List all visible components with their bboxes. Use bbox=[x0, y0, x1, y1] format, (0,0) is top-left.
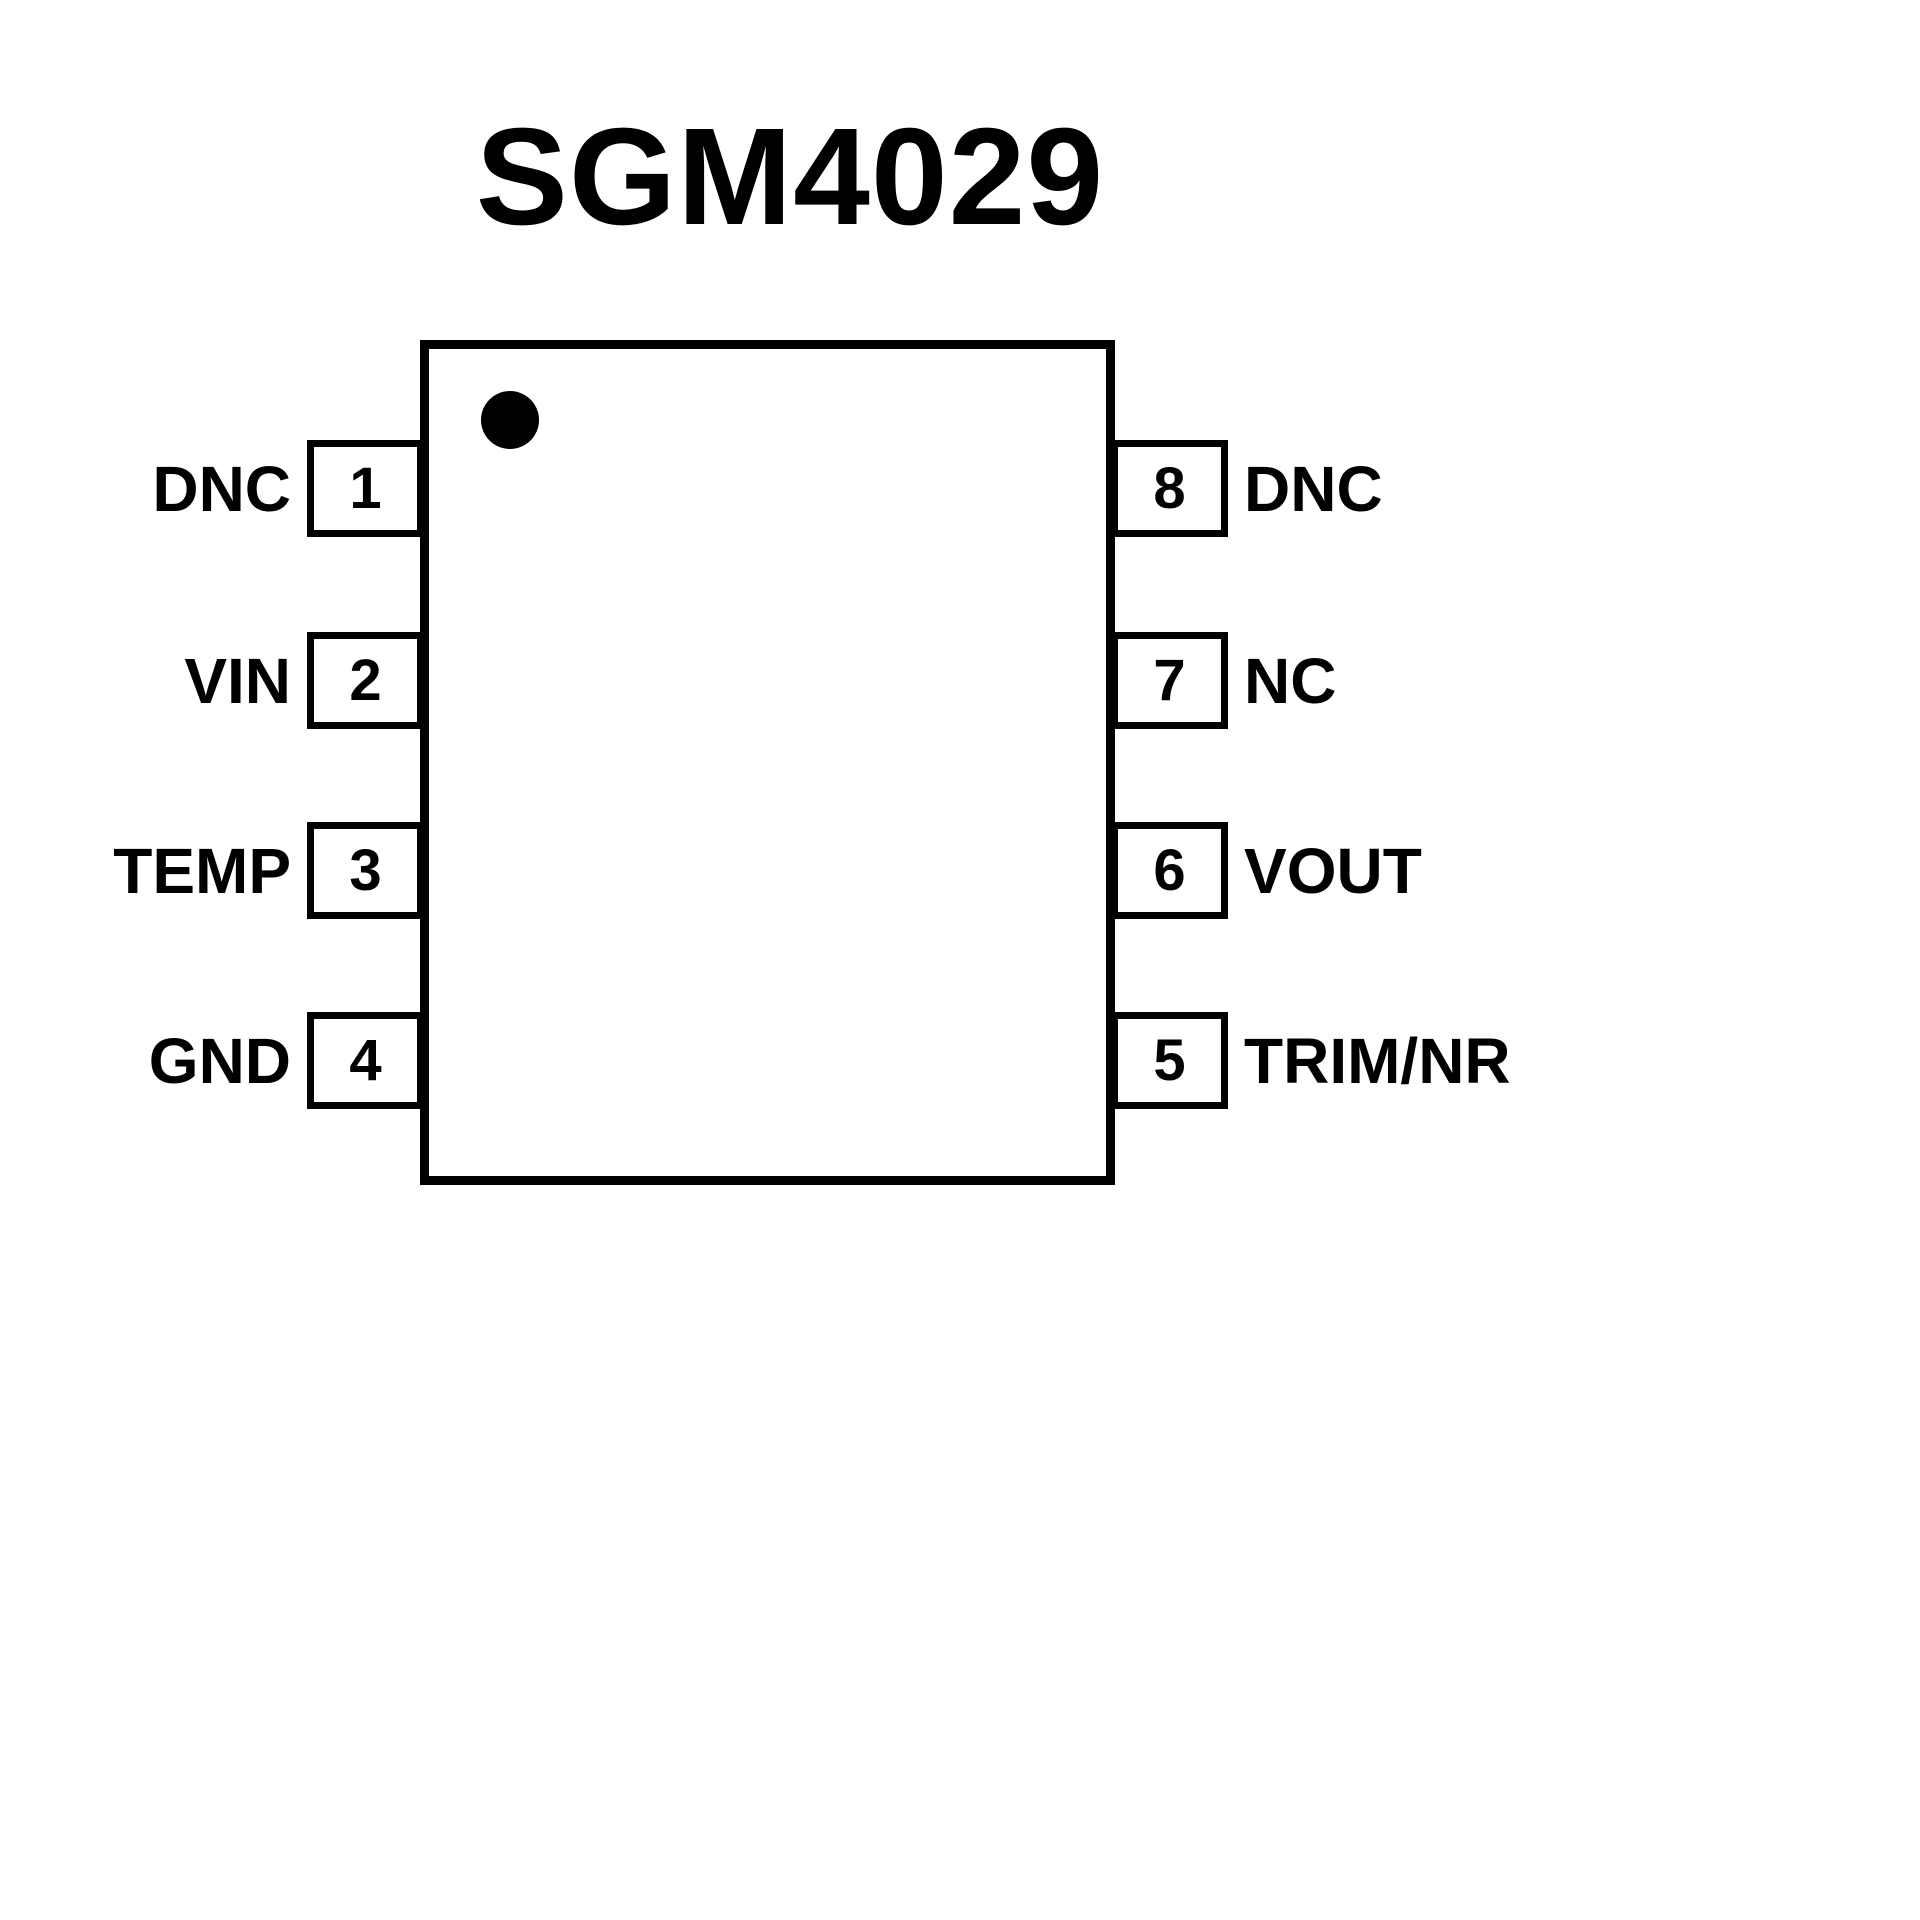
pin-number-box: 2 bbox=[307, 632, 424, 729]
pin-label: DNC bbox=[1244, 452, 1383, 525]
pin-number-box: 8 bbox=[1111, 440, 1228, 537]
ic-package-body bbox=[420, 340, 1115, 1185]
pin-row-8: 8 DNC bbox=[1111, 440, 1671, 537]
pin-row-6: 6 VOUT bbox=[1111, 822, 1671, 919]
chip-title: SGM4029 bbox=[475, 100, 1105, 254]
pin-row-4: GND 4 bbox=[0, 1012, 424, 1109]
pin-number-box: 5 bbox=[1111, 1012, 1228, 1109]
pin-number-box: 4 bbox=[307, 1012, 424, 1109]
pin-label: TEMP bbox=[113, 834, 291, 907]
pin-number-box: 7 bbox=[1111, 632, 1228, 729]
pin-label: DNC bbox=[152, 452, 291, 525]
pin-row-7: 7 NC bbox=[1111, 632, 1671, 729]
pin-label: VIN bbox=[184, 644, 291, 717]
pin-label: VOUT bbox=[1244, 834, 1422, 907]
pin-number-box: 1 bbox=[307, 440, 424, 537]
pin-label: GND bbox=[148, 1024, 291, 1097]
pin-row-3: TEMP 3 bbox=[0, 822, 424, 919]
pin-row-5: 5 TRIM/NR bbox=[1111, 1012, 1671, 1109]
pin-row-1: DNC 1 bbox=[0, 440, 424, 537]
pin-number-box: 6 bbox=[1111, 822, 1228, 919]
pin1-indicator-dot bbox=[481, 391, 539, 449]
pin-label: TRIM/NR bbox=[1244, 1024, 1511, 1097]
pin-number-box: 3 bbox=[307, 822, 424, 919]
pin-label: NC bbox=[1244, 644, 1337, 717]
pin-row-2: VIN 2 bbox=[0, 632, 424, 729]
